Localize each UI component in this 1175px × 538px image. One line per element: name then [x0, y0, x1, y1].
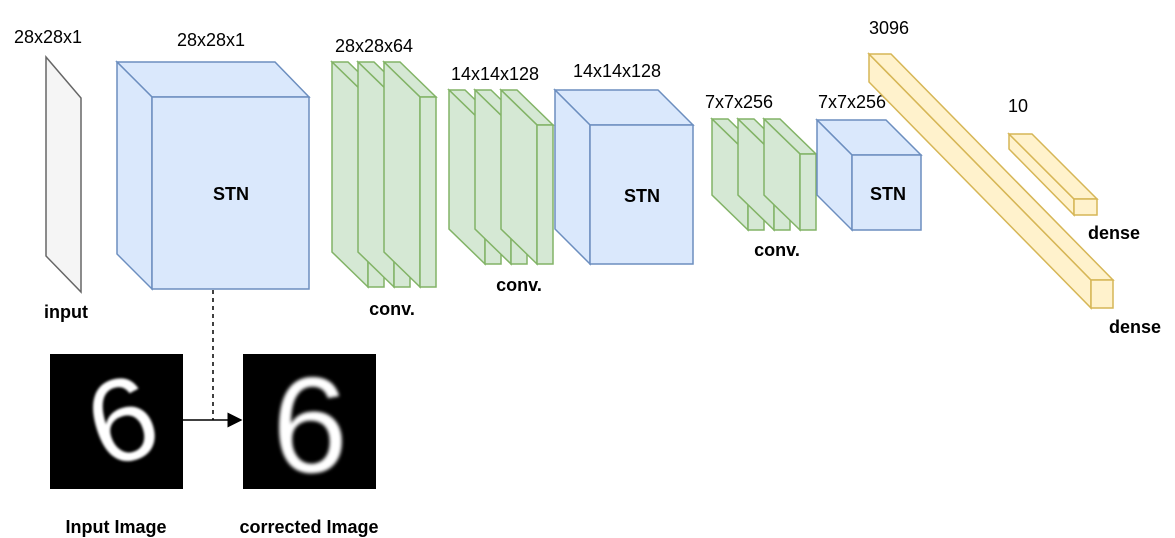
dense2-dim-label: 10	[1008, 96, 1028, 116]
conv-block-2	[447, 88, 555, 266]
stn-block-1-left	[116, 60, 153, 291]
stn-block-1-front	[151, 96, 310, 290]
stn-output-connector	[183, 290, 243, 428]
stn2-name-label: STN	[624, 186, 660, 206]
stn-block-1	[115, 60, 311, 291]
input-layer	[45, 54, 82, 294]
corrected-image-panel: 6	[243, 349, 376, 501]
input-image-background	[50, 354, 183, 489]
conv3-name-label: conv.	[754, 240, 800, 260]
stn1-name-label: STN	[213, 184, 249, 204]
input-plane	[45, 54, 82, 294]
stn-block-2	[553, 88, 695, 266]
corrected-image-digit: 6	[272, 349, 348, 501]
conv-block-3	[710, 117, 818, 232]
input-dim-label: 28x28x1	[14, 27, 82, 47]
conv-block-1	[330, 60, 438, 289]
input-image-panel: 6	[50, 348, 183, 494]
dense-block-1	[867, 52, 1115, 310]
stn3-dim-label: 7x7x256	[818, 92, 886, 112]
stn3-name-label: STN	[870, 184, 906, 204]
conv2-dim-label: 14x14x128	[451, 64, 539, 84]
dense1-name-label: dense	[1109, 317, 1161, 337]
corrected-image-background	[243, 354, 376, 489]
corrected-image-caption: corrected Image	[239, 517, 378, 537]
conv1-dim-label: 28x28x64	[335, 36, 413, 56]
conv3-dim-label: 7x7x256	[705, 92, 773, 112]
dense-block-2	[1007, 132, 1099, 217]
input-image-caption: Input Image	[65, 517, 166, 537]
stn2-dim-label: 14x14x128	[573, 61, 661, 81]
input-name-label: input	[44, 302, 88, 322]
dense1-dim-label: 3096	[869, 18, 909, 38]
stn1-dim-label: 28x28x1	[177, 30, 245, 50]
stn-block-3	[815, 118, 923, 232]
dense2-name-label: dense	[1088, 223, 1140, 243]
conv1-name-label: conv.	[369, 299, 415, 319]
conv2-name-label: conv.	[496, 275, 542, 295]
